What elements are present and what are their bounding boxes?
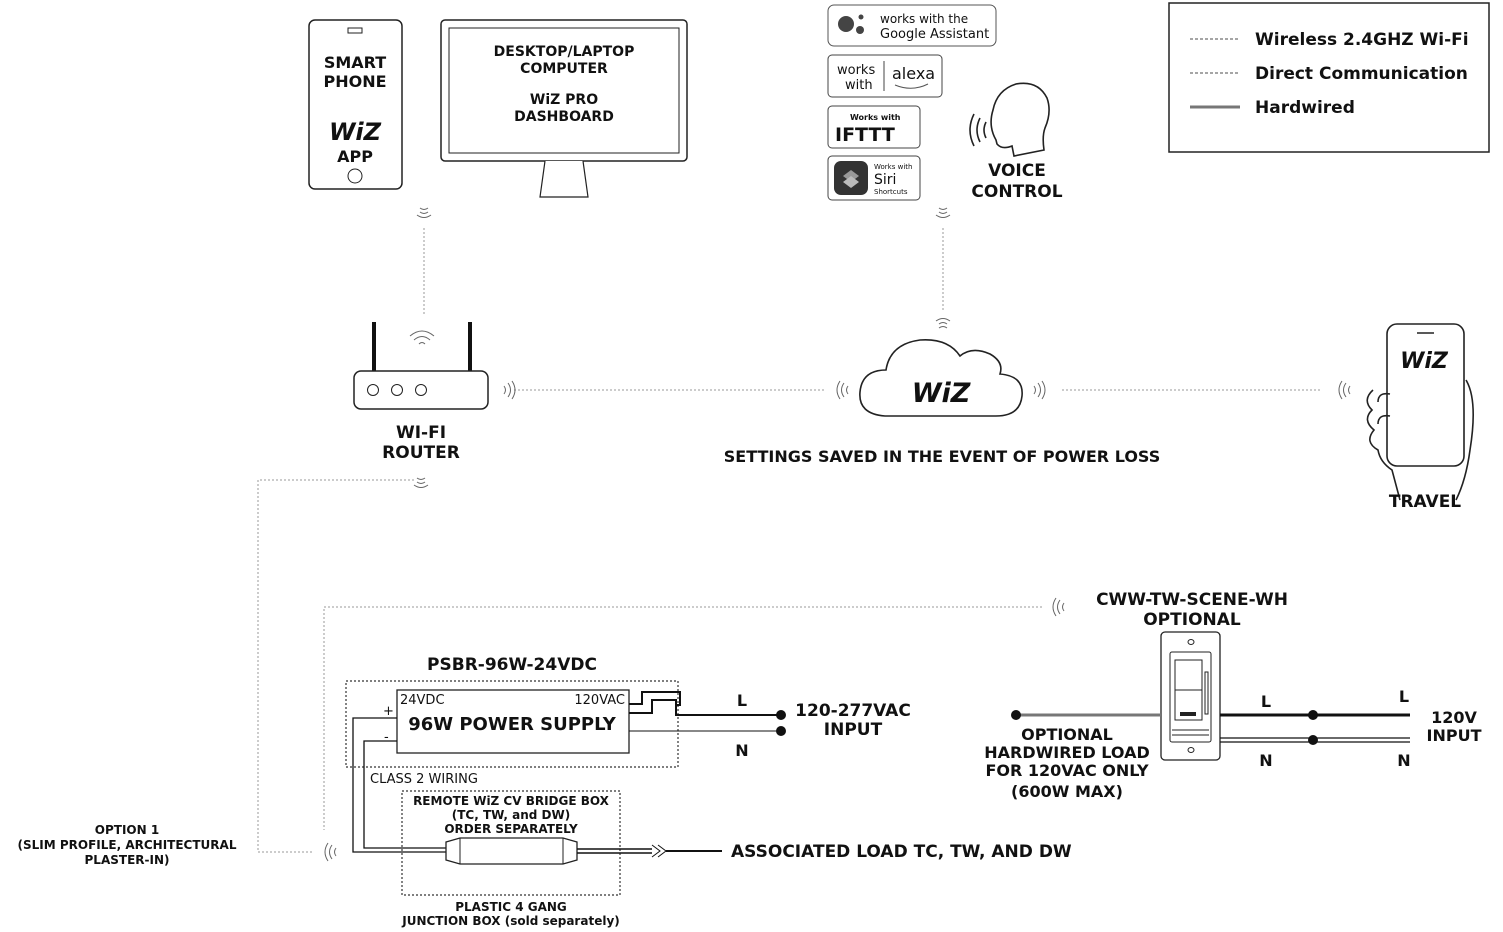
siri-works-with: Works with	[874, 163, 912, 171]
wifi-signal-icon	[935, 207, 951, 218]
phone-label-2: PHONE	[323, 72, 386, 91]
power-supply-model: PSBR-96W-24VDC	[427, 655, 597, 675]
phone-wiz-logo: WiZ	[329, 118, 382, 146]
wifi-signal-icon	[503, 380, 516, 400]
associated-load-label: ASSOCIATED LOAD TC, TW, AND DW	[731, 842, 1072, 862]
desktop-monitor: DESKTOP/LAPTOP COMPUTER WiZ PRO DASHBOAR…	[440, 19, 688, 198]
wifi-signal-icon	[1033, 380, 1046, 400]
wiz-cloud-icon: WiZ	[859, 339, 1023, 417]
legend-wireless-label: Wireless 2.4GHZ Wi-Fi	[1255, 30, 1469, 50]
ps-input-label-2: INPUT	[824, 720, 883, 740]
legend-direct-label: Direct Communication	[1255, 64, 1468, 84]
wifi-signal-icon	[1052, 597, 1065, 617]
wifi-signal-icon	[935, 318, 951, 329]
junction-box-label-1: PLASTIC 4 GANG	[455, 900, 567, 914]
voice-control-label-1: VOICE	[988, 161, 1046, 181]
power-supply: 24VDC 120VAC 96W POWER SUPPLY + -	[345, 680, 679, 768]
phone-label-1: SMART	[324, 53, 386, 72]
class2-wiring-label: CLASS 2 WIRING	[370, 772, 478, 787]
wifi-signal-icon	[416, 207, 432, 218]
wifi-signal-icon	[836, 380, 849, 400]
ps-input-label-1: 120-277VAC	[795, 701, 911, 721]
scene-line-n-2: N	[1397, 751, 1410, 770]
wifi-signal-icon	[413, 477, 429, 488]
class2-wiring	[352, 717, 446, 853]
voice-control-label-2: CONTROL	[971, 182, 1062, 202]
option1-label-1: OPTION 1	[95, 823, 159, 837]
option1-label-2: (SLIM PROFILE, ARCHITECTURAL	[18, 838, 237, 852]
scene-input-label-2: INPUT	[1427, 726, 1482, 745]
siri-shortcuts-label: Shortcuts	[874, 188, 908, 196]
scene-switch-model: CWW-TW-SCENE-WH	[1096, 590, 1288, 610]
junction-box-label-2: JUNCTION BOX (sold separately)	[401, 914, 620, 928]
dc-minus-label: -	[384, 730, 389, 745]
wifi-signal-icon	[324, 842, 337, 862]
google-badge-line2: Google Assistant	[880, 27, 989, 42]
ac-voltage-label: 120VAC	[574, 693, 625, 708]
bridge-label-1: REMOTE WiZ CV BRIDGE BOX	[413, 794, 610, 808]
bridge-junction-box: REMOTE WiZ CV BRIDGE BOX (TC, TW, and DW…	[401, 790, 621, 896]
desktop-label-3: WiZ PRO	[530, 92, 598, 108]
settings-saved-note: SETTINGS SAVED IN THE EVENT OF POWER LOS…	[724, 447, 1161, 466]
legend: Wireless 2.4GHZ Wi-Fi Direct Communicati…	[1168, 2, 1490, 153]
option1-label-3: PLASTER-IN)	[85, 853, 170, 867]
scene-line-l-1: L	[1261, 692, 1271, 711]
scene-wiring	[1011, 710, 1410, 745]
travel-phone-wiz-logo: WiZ	[1400, 349, 1449, 374]
power-supply-name: 96W POWER SUPPLY	[408, 714, 617, 735]
alexa-with: with	[845, 78, 873, 93]
travel-label: TRAVEL	[1389, 492, 1461, 512]
google-assistant-badge: works with the Google Assistant	[827, 4, 997, 47]
optional-load-label-4: (600W MAX)	[1011, 782, 1123, 801]
optional-load-label-2: HARDWIRED LOAD	[984, 743, 1150, 762]
scene-line-l-2: L	[1399, 687, 1409, 706]
google-badge-line1: works with the	[880, 12, 968, 26]
ifttt-works-with: Works with	[850, 113, 901, 122]
ifttt-logo: IFTTT	[835, 124, 895, 146]
alexa-works: works	[837, 63, 875, 78]
alexa-logo: alexa	[892, 64, 935, 83]
desktop-label-4: DASHBOARD	[514, 109, 614, 125]
siri-logo: Siri	[874, 172, 896, 188]
scene-switch	[1160, 631, 1221, 761]
desktop-label-2: COMPUTER	[520, 61, 608, 77]
wireless-connections	[257, 228, 1322, 853]
router-label-2: ROUTER	[382, 443, 460, 463]
bridge-label-3: ORDER SEPARATELY	[444, 822, 578, 836]
dc-plus-label: +	[383, 704, 394, 719]
optional-load-label-3: FOR 120VAC ONLY	[985, 761, 1149, 780]
ifttt-badge: Works with IFTTT	[827, 105, 921, 149]
speaking-head-icon	[969, 82, 1050, 157]
phone-home-button-icon	[347, 168, 363, 184]
router-label-1: WI-FI	[396, 423, 446, 443]
cloud-wiz-logo: WiZ	[912, 378, 971, 409]
ps-line-n: N	[735, 741, 748, 760]
wifi-signal-icon	[409, 330, 435, 345]
hand-holding-phone-icon	[1366, 323, 1474, 501]
scene-line-n-1: N	[1259, 751, 1272, 770]
ac-input-wiring	[629, 691, 786, 736]
phone-app-label: APP	[337, 147, 373, 166]
scene-input-label-1: 120V	[1431, 708, 1477, 727]
optional-load-label-1: OPTIONAL	[1021, 725, 1113, 744]
smartphone: SMART PHONE WiZ APP	[308, 19, 403, 190]
dc-voltage-label: 24VDC	[400, 693, 445, 708]
wifi-router	[353, 322, 489, 410]
cv-bridge-module	[445, 837, 578, 865]
scene-switch-optional: OPTIONAL	[1143, 610, 1241, 630]
alexa-badge: works with alexa	[827, 54, 943, 98]
bridge-label-2: (TC, TW, and DW)	[452, 808, 570, 822]
desktop-label-1: DESKTOP/LAPTOP	[494, 44, 635, 60]
google-dots-icon	[838, 16, 854, 32]
siri-badge: Works with Siri Shortcuts	[827, 155, 921, 201]
wifi-signal-icons	[324, 207, 1351, 862]
ps-line-l: L	[737, 691, 747, 710]
load-wiring	[577, 844, 722, 858]
legend-hardwired-label: Hardwired	[1255, 98, 1355, 118]
wifi-signal-icon	[1338, 380, 1351, 400]
